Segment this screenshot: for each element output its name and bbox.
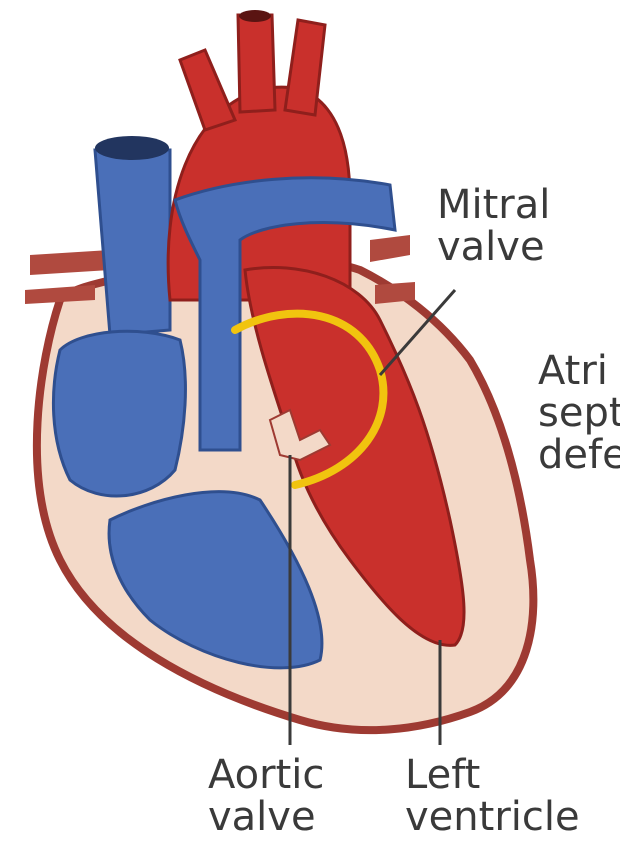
mitral-valve-label: Mitral valve (437, 184, 550, 268)
asd-label-line-3: defe (538, 434, 620, 476)
pulmonary-vein-right (370, 235, 415, 304)
aortic-valve-label-line-1: Aortic (208, 754, 324, 796)
atrial-septal-defect-label: Atri sept defe (538, 350, 620, 476)
left-ventricle-label-line-1: Left (405, 754, 580, 796)
aorta-branch-1 (180, 50, 235, 130)
left-ventricle-label-line-2: ventricle (405, 796, 580, 838)
right-atrium (53, 331, 185, 496)
mitral-valve-label-line-1: Mitral (437, 184, 550, 226)
superior-vena-cava (95, 150, 170, 335)
aortic-valve-label-line-2: valve (208, 796, 324, 838)
aorta-branch-2 (238, 15, 275, 112)
vena-cava-opening (95, 136, 169, 160)
asd-label-line-2: sept (538, 392, 620, 434)
aortic-valve-label: Aortic valve (208, 754, 324, 838)
asd-label-line-1: Atri (538, 350, 620, 392)
mitral-valve-label-line-2: valve (437, 226, 550, 268)
left-ventricle-label: Left ventricle (405, 754, 580, 838)
aorta-opening-2 (239, 10, 271, 22)
